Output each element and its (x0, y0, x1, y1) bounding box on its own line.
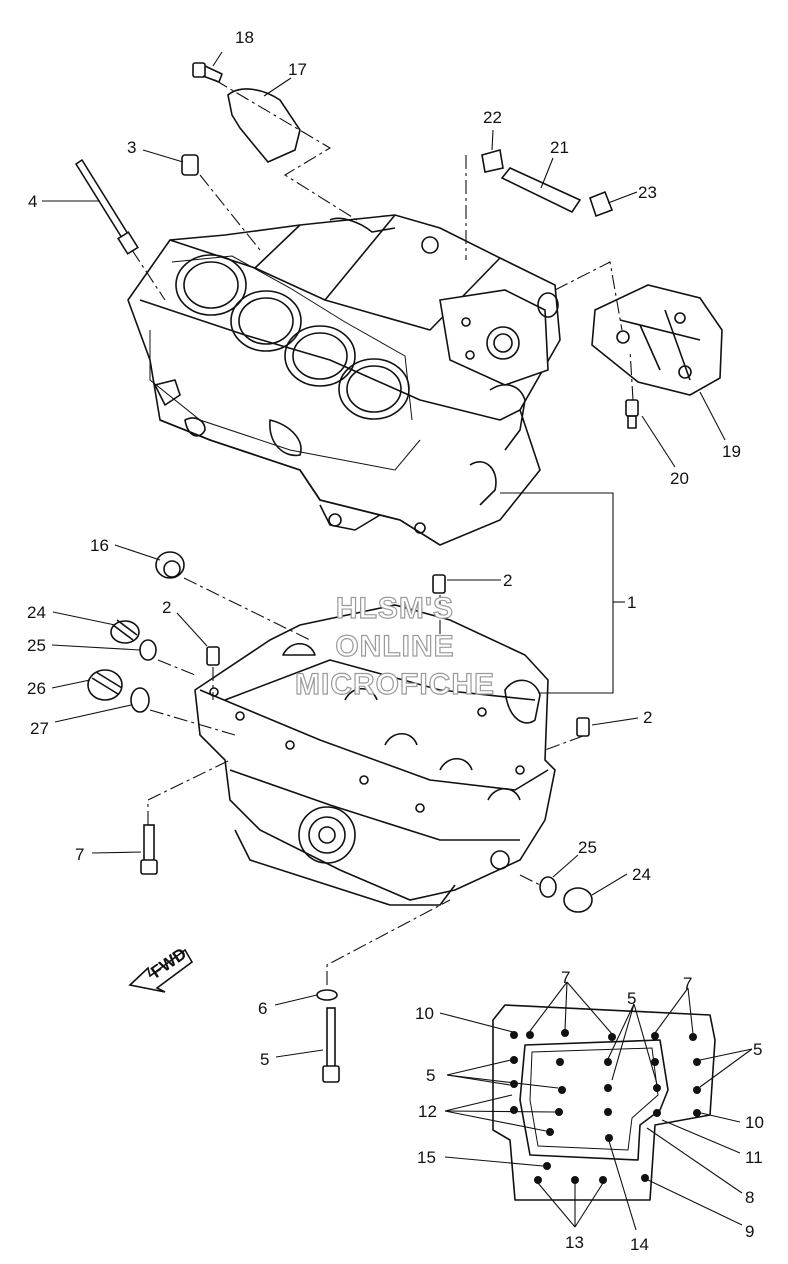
cover-plate-17 (227, 88, 301, 163)
plug-24-left (110, 619, 140, 644)
bolt-5 (322, 1007, 340, 1083)
callout-14: 14 (630, 1235, 649, 1254)
callout-11: 11 (745, 1148, 763, 1167)
callout-2-top: 2 (503, 571, 512, 590)
callout-3: 3 (127, 138, 136, 157)
callout-5-detail-top: 5 (627, 989, 636, 1008)
leader-lines (42, 51, 753, 1231)
callout-13: 13 (565, 1233, 584, 1252)
callout-7-detail-left: 7 (561, 968, 570, 987)
clamp-23 (589, 190, 614, 218)
lower-crankcase (194, 604, 556, 906)
bolt-7 (140, 824, 158, 875)
callout-9: 9 (745, 1222, 754, 1241)
callout-23: 23 (638, 183, 657, 202)
screw-20 (625, 399, 639, 429)
plug-24-right (563, 887, 593, 913)
callout-1: 1 (627, 593, 636, 612)
bolt-18 (192, 62, 223, 83)
dowel-pin-2-top (432, 574, 446, 594)
watermark: HLSM'S ONLINE MICROFICHE (294, 591, 495, 701)
watermark-line-2: ONLINE (335, 630, 454, 663)
callout-labels: 18 17 3 4 22 21 23 19 20 16 2 1 2 24 25 … (27, 28, 764, 1254)
o-ring-27 (130, 687, 150, 713)
callout-25-right: 25 (578, 838, 597, 857)
callout-12: 12 (418, 1102, 437, 1121)
breather-hose-21 (500, 167, 582, 214)
dowel-pin-3 (181, 154, 199, 176)
bolt-pattern-detail (492, 1004, 716, 1201)
washer-6 (316, 989, 338, 1001)
callout-26: 26 (27, 679, 46, 698)
callout-19: 19 (722, 442, 741, 461)
callout-10-right: 10 (745, 1113, 764, 1132)
assembly-lines (131, 79, 634, 985)
callout-7-detail-right: 7 (683, 974, 692, 993)
callout-27: 27 (30, 719, 49, 738)
plug-26 (87, 669, 123, 701)
stud-bolt-4 (75, 159, 139, 255)
dowel-pin-2-left (206, 646, 220, 666)
callout-18: 18 (235, 28, 254, 47)
callout-6: 6 (258, 999, 267, 1018)
callout-5-bolt: 5 (260, 1050, 269, 1069)
callout-5-detail-right: 5 (753, 1040, 762, 1059)
callout-10-left: 10 (415, 1004, 434, 1023)
callout-25-left: 25 (27, 636, 46, 655)
breather-plate-19 (591, 284, 723, 396)
callout-5-detail-left: 5 (426, 1066, 435, 1085)
o-ring-25-left (139, 639, 157, 661)
callout-2-right: 2 (643, 708, 652, 727)
callout-21: 21 (550, 138, 569, 157)
callout-2-left: 2 (162, 598, 171, 617)
callout-7-bolt: 7 (75, 845, 84, 864)
callout-16: 16 (90, 536, 109, 555)
forward-arrow-icon: FWD (128, 944, 194, 993)
clamp-22 (481, 148, 504, 173)
watermark-line-1: HLSM'S (336, 592, 454, 625)
callout-8: 8 (745, 1188, 754, 1207)
dowel-pin-2-right (576, 717, 590, 737)
callout-24-right: 24 (632, 865, 651, 884)
callout-24-left: 24 (27, 603, 46, 622)
upper-crankcase (127, 214, 561, 546)
callout-17: 17 (288, 60, 307, 79)
o-ring-25-right (539, 876, 557, 898)
plug-16 (155, 551, 185, 579)
callout-22: 22 (483, 108, 502, 127)
watermark-line-3: MICROFICHE (295, 668, 495, 701)
callout-15: 15 (417, 1148, 436, 1167)
callout-20: 20 (670, 469, 689, 488)
callout-4: 4 (28, 192, 37, 211)
